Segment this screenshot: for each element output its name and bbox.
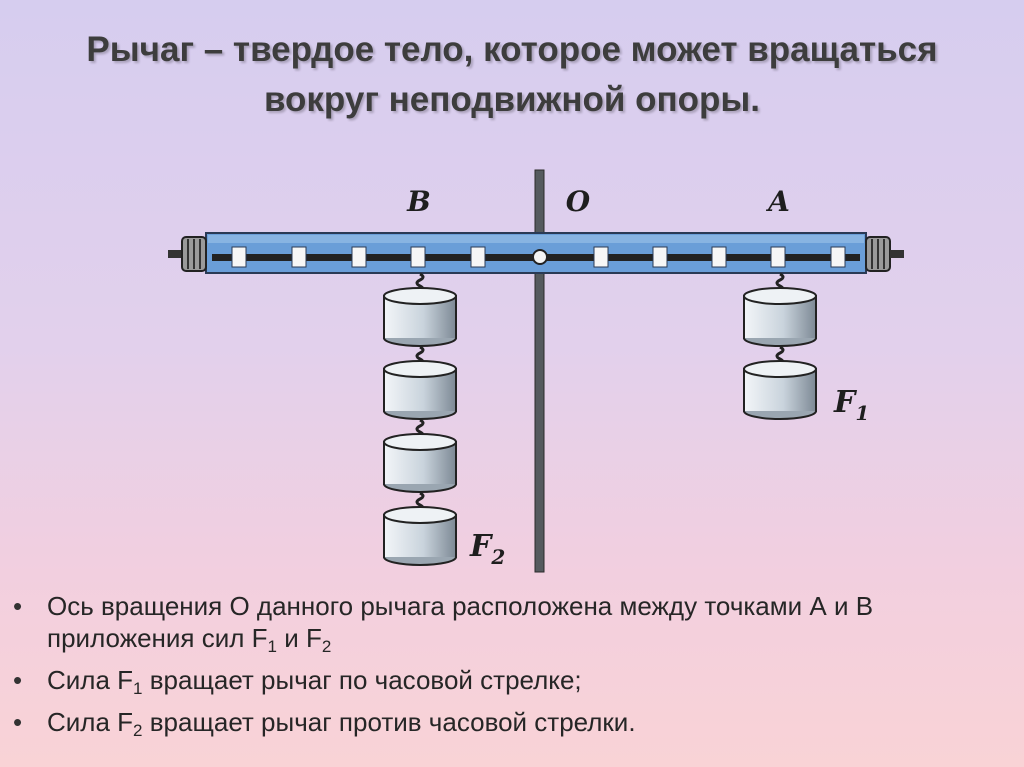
weight-stack-f1 <box>743 272 817 420</box>
slide-title-line-1: Рычаг – твердое тело, которое может вращ… <box>86 30 938 69</box>
lever-slot <box>652 246 668 268</box>
lever-slot <box>470 246 486 268</box>
bullet-2-text-b: вращает рычаг по часовой стрелке; <box>142 665 582 695</box>
slide-title: Рычаг – твердое тело, которое может вращ… <box>0 25 1024 125</box>
bullet-2-text-a: Сила F <box>47 665 134 695</box>
weight <box>383 506 457 566</box>
lever-slot <box>410 246 426 268</box>
weight <box>383 433 457 493</box>
force-f2-subscript: 2 <box>490 545 505 569</box>
bullet-1-sub-2: 2 <box>321 637 332 656</box>
lever-slot <box>770 246 786 268</box>
bullet-3-text-b: вращает рычаг против часовой стрелки. <box>142 707 636 737</box>
bullet-1-text-b: и F <box>277 623 322 653</box>
bullet-list: Ось вращения О данного рычага расположен… <box>10 590 1014 748</box>
bullet-1-sub-1: 1 <box>267 637 277 656</box>
left-end-knob <box>168 236 207 272</box>
weight <box>743 287 817 347</box>
right-end-knob <box>865 236 904 272</box>
force-label-f1: F1 <box>833 385 869 425</box>
label-point-o: O <box>566 185 591 218</box>
bullet-2-sub: 1 <box>133 679 143 698</box>
bullet-item-rotation-axis: Ось вращения О данного рычага расположен… <box>10 590 1014 656</box>
label-point-a: A <box>765 185 790 218</box>
lever-slot <box>351 246 367 268</box>
bullet-3-sub: 2 <box>133 721 143 740</box>
pivot-point <box>532 249 548 265</box>
force-f1-symbol: F <box>833 385 858 420</box>
slide-title-line-2: вокруг неподвижной опоры. <box>263 80 760 119</box>
bullet-item-f1-clockwise: Сила F1 вращает рычаг по часовой стрелке… <box>10 664 1014 698</box>
bullet-1-text-a: Ось вращения О данного рычага расположен… <box>47 591 874 653</box>
lever-slot <box>593 246 609 268</box>
weight <box>743 360 817 420</box>
lever-slot <box>231 246 247 268</box>
lever-slot <box>291 246 307 268</box>
force-f2-symbol: F <box>469 529 494 564</box>
fulcrum-post <box>534 169 545 573</box>
lever-bar <box>205 232 867 274</box>
label-point-b: B <box>406 185 431 218</box>
lever-slots <box>231 246 846 268</box>
weight <box>383 287 457 347</box>
lever-slot <box>830 246 846 268</box>
lever-slot <box>711 246 727 268</box>
weight <box>383 360 457 420</box>
force-label-f2: F2 <box>469 529 505 569</box>
bullet-3-text-a: Сила F <box>47 707 134 737</box>
bullet-item-f2-counterclockwise: Сила F2 вращает рычаг против часовой стр… <box>10 706 1014 740</box>
weight-stack-f2 <box>383 272 457 566</box>
force-f1-subscript: 1 <box>855 401 869 425</box>
